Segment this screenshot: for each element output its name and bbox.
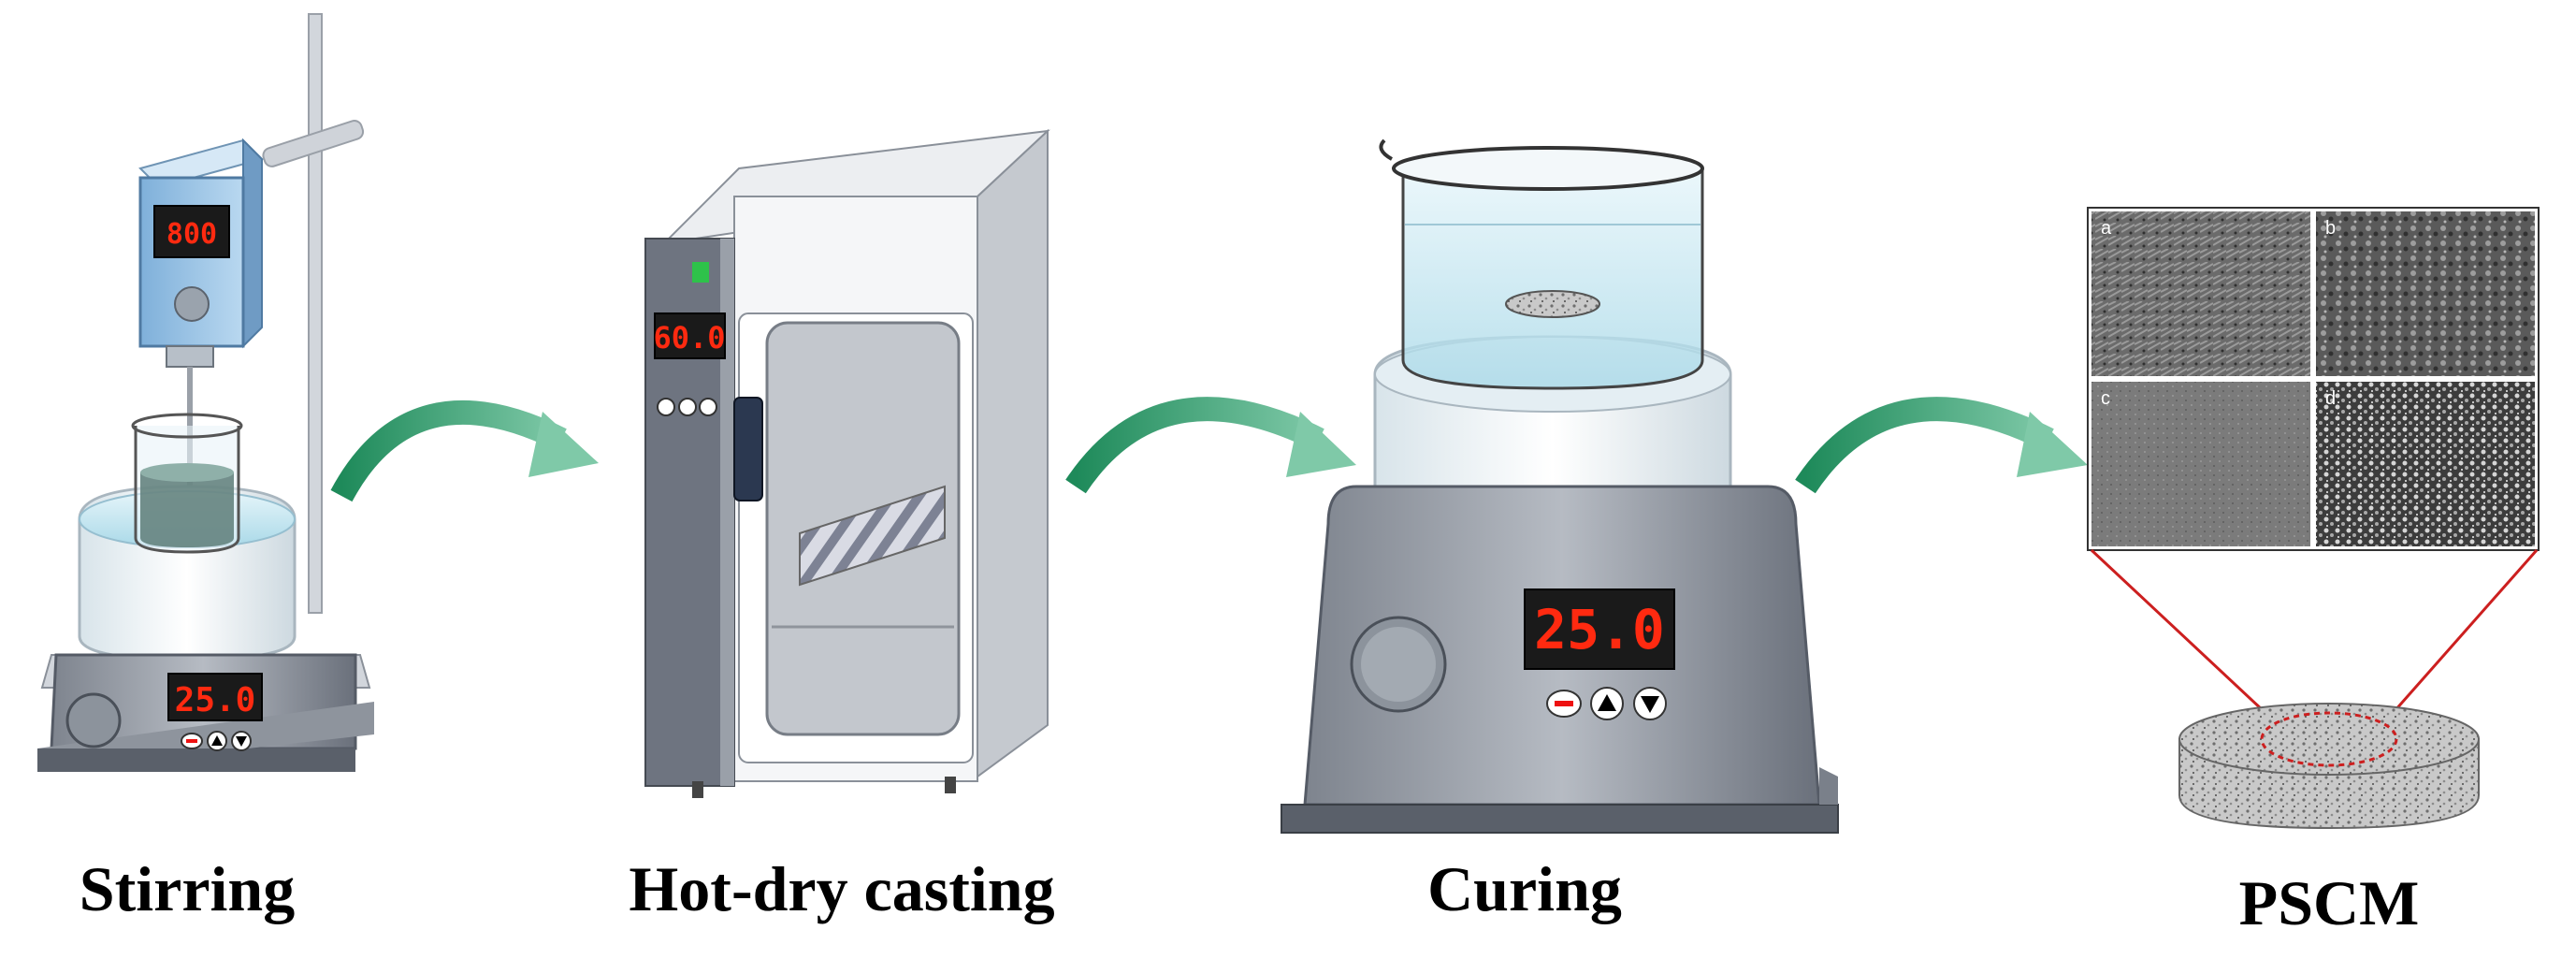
hotplate-1-knob [65, 692, 122, 748]
hotplate-2-display-value: 25.0 [1534, 598, 1665, 661]
hotplate-1-display-value: 25.0 [175, 681, 256, 719]
sem-label-c: c [2101, 388, 2110, 409]
sem-panel-d [2316, 382, 2535, 546]
flow-arrow-2 [1065, 397, 1356, 494]
clamp [262, 120, 365, 167]
support-rod [308, 13, 323, 614]
stirrer-display [153, 205, 230, 258]
stirring-setup: 800 25.0 [37, 13, 374, 772]
oven-display [654, 312, 726, 359]
sem-panel-c [2091, 382, 2310, 546]
immersed-membrane [1505, 290, 1600, 318]
caption-curing: Curing [1427, 853, 1622, 924]
curing-setup: 25.0 [1281, 138, 1839, 834]
power-indicator [692, 262, 709, 283]
flow-arrow-1 [330, 400, 599, 502]
sem-label-b: b [2325, 218, 2336, 239]
curing-beaker [1401, 168, 1704, 390]
sampling-area [2260, 711, 2398, 767]
hotplate-1-display [167, 673, 263, 721]
oven-handle [733, 397, 763, 501]
sem-panel-a [2091, 211, 2310, 376]
flow-arrow-3 [1795, 397, 2088, 494]
caption-hot-dry-casting: Hot-dry casting [629, 853, 1055, 924]
zoom-line-right [2393, 549, 2539, 712]
hotplate-2-display [1524, 588, 1675, 670]
stirrer-knob [174, 286, 210, 322]
sem-label-a: a [2101, 218, 2112, 239]
oven-display-value: 60.0 [653, 320, 725, 356]
sem-panel-b [2316, 211, 2535, 376]
caption-pscm: PSCM [2238, 867, 2420, 938]
sem-label-d: d [2325, 388, 2336, 409]
zoom-line-left [2090, 548, 2265, 713]
casting-tray [799, 485, 946, 587]
pscm-result: a b c d [2087, 207, 2540, 830]
caption-stirring: Stirring [79, 853, 296, 924]
solution [140, 472, 234, 547]
stirrer-display-value: 800 [166, 218, 217, 251]
drying-oven: 60.0 [644, 128, 1050, 798]
